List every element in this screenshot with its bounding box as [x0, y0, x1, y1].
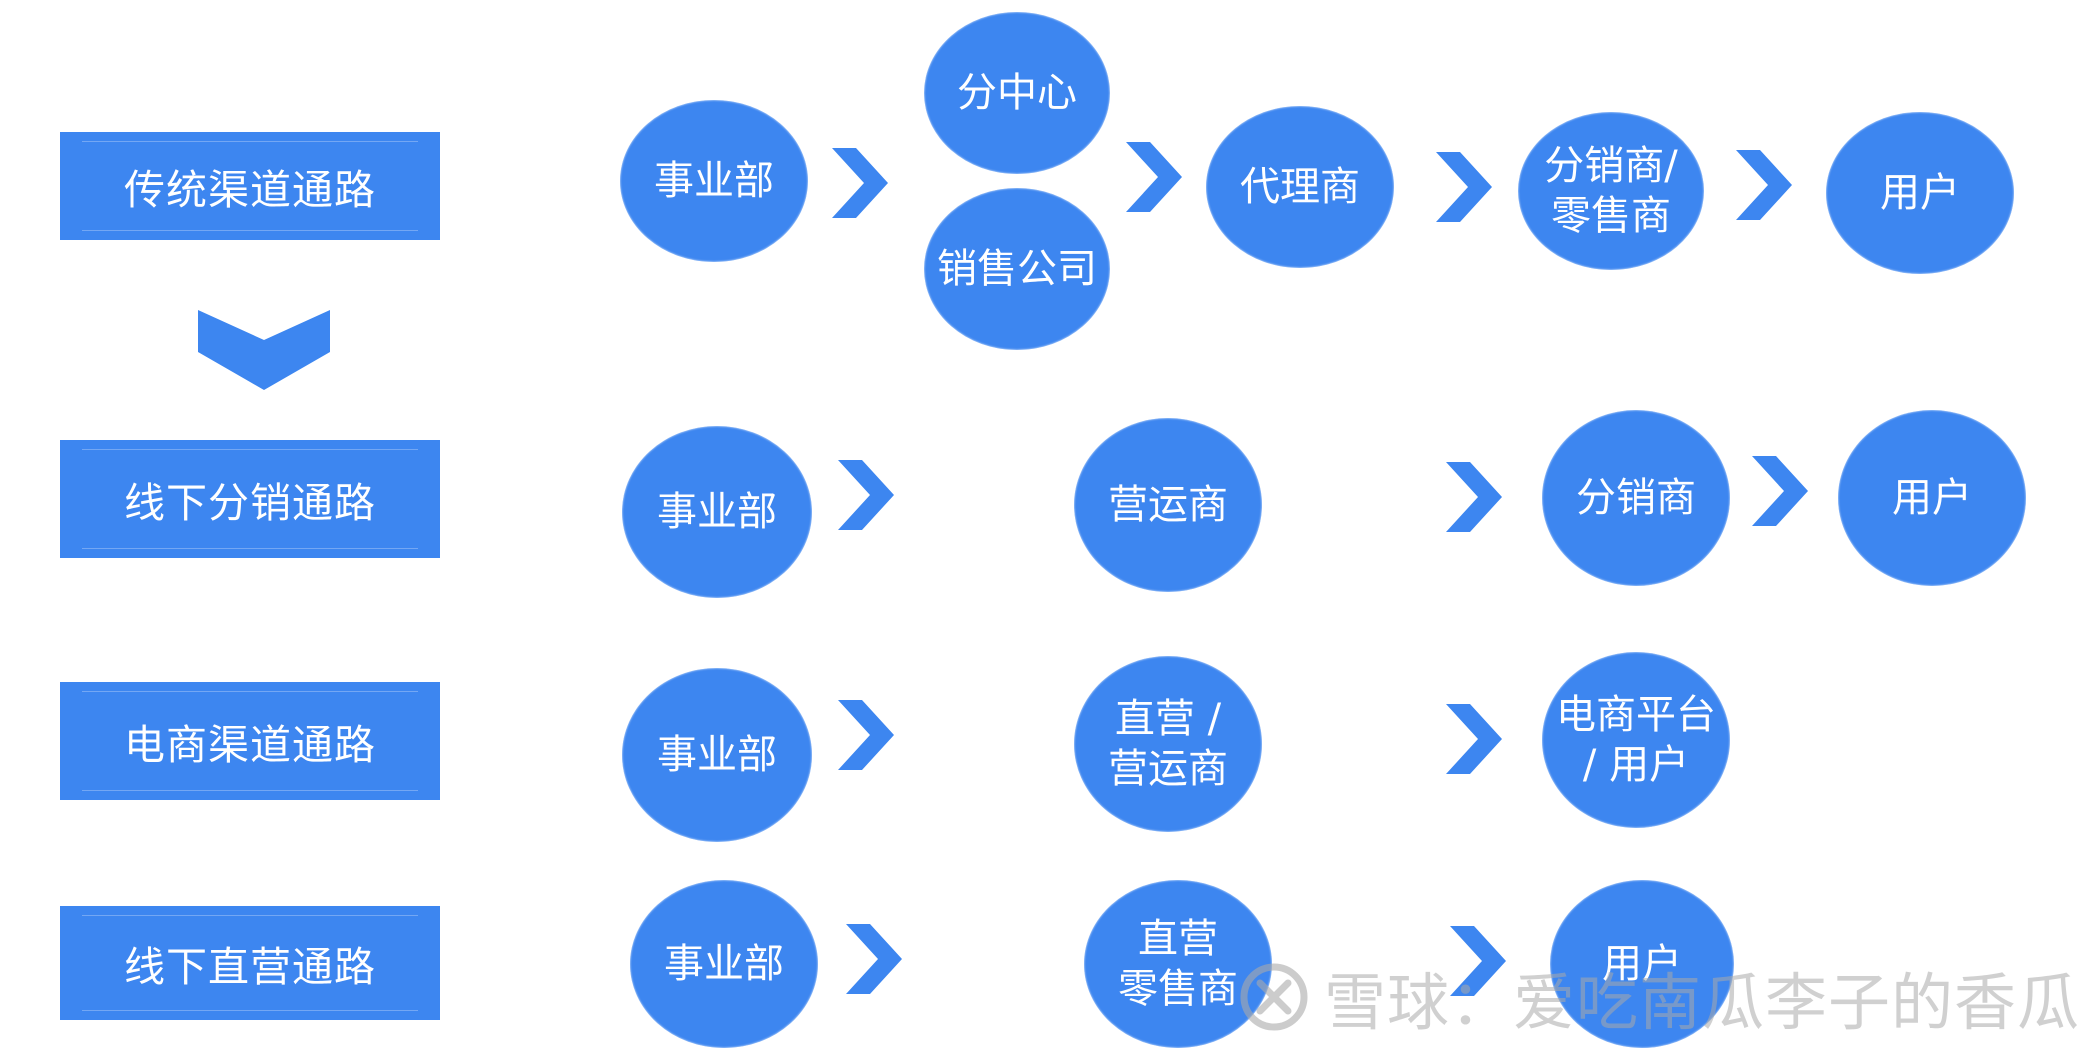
node-distributor: 分销商 — [1542, 410, 1730, 586]
node-division: 事业部 — [620, 100, 808, 262]
row-label-ecommerce: 电商渠道通路 — [60, 682, 440, 800]
node-distributor-retailer: 分销商/ 零售商 — [1518, 112, 1704, 270]
chevron-right-icon — [1450, 926, 1506, 996]
node-ecommerce-platform: 电商平台 / 用户 — [1542, 652, 1730, 828]
chevron-right-icon — [838, 460, 894, 530]
chevron-right-icon — [1446, 704, 1502, 774]
node-user: 用户 — [1550, 880, 1734, 1048]
watermark: 雪球：爱吃南瓜李子的香瓜 — [1238, 952, 2080, 1042]
chevron-right-icon — [1446, 462, 1502, 532]
chevron-right-icon — [832, 148, 888, 218]
node-division: 事业部 — [622, 668, 812, 842]
node-sub-center: 分中心 — [924, 12, 1110, 174]
node-operator: 营运商 — [1074, 418, 1262, 592]
row-label-traditional: 传统渠道通路 — [60, 132, 440, 240]
node-division: 事业部 — [630, 880, 818, 1048]
node-agent: 代理商 — [1206, 106, 1394, 268]
node-direct-operator: 直营 / 营运商 — [1074, 656, 1262, 832]
chevron-right-icon — [1736, 150, 1792, 220]
chevron-right-icon — [1436, 152, 1492, 222]
row-label-offline-distribution: 线下分销通路 — [60, 440, 440, 558]
snowball-logo-icon — [1240, 963, 1308, 1031]
node-sales-company: 销售公司 — [924, 188, 1110, 350]
watermark-text: 雪球：爱吃南瓜李子的香瓜 — [1324, 966, 2081, 1039]
chevron-right-icon — [846, 924, 902, 994]
chevron-right-icon — [1752, 456, 1808, 526]
chevron-down-icon — [198, 310, 330, 390]
row-label-offline-direct: 线下直营通路 — [60, 906, 440, 1020]
node-user: 用户 — [1838, 410, 2026, 586]
chevron-right-icon — [838, 700, 894, 770]
node-direct-retailer: 直营 零售商 — [1084, 880, 1272, 1048]
node-division: 事业部 — [622, 426, 812, 598]
node-user: 用户 — [1826, 112, 2014, 274]
chevron-right-icon — [1126, 142, 1182, 212]
